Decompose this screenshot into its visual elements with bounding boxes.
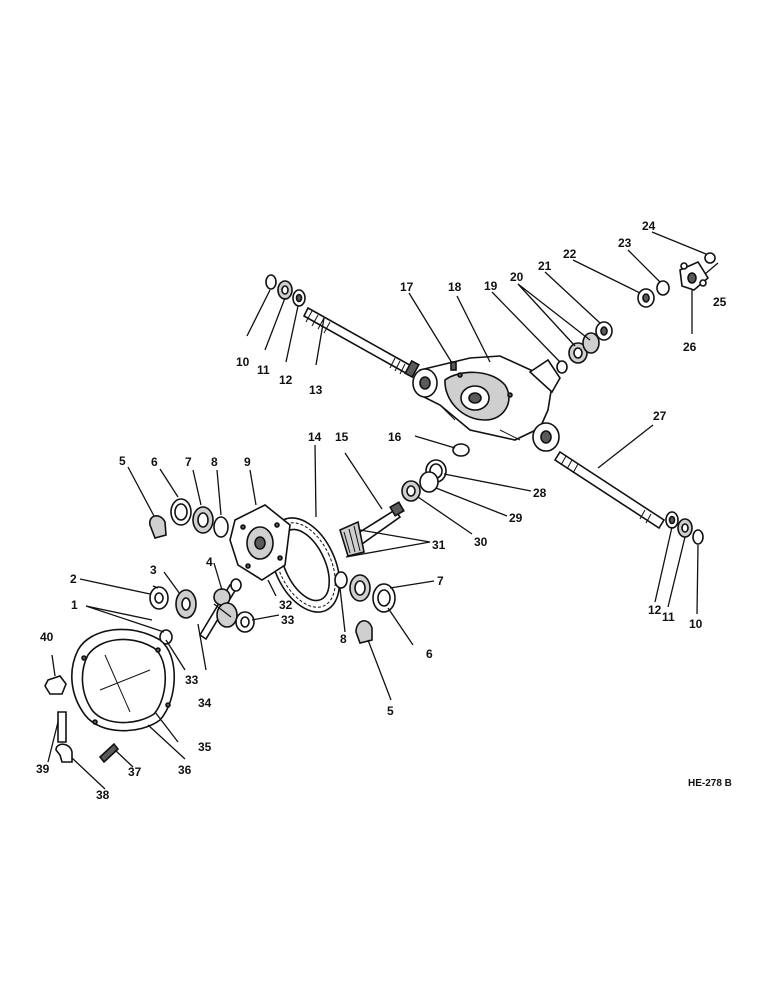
callout-5: 5 (119, 454, 126, 468)
callout-11-right: 11 (662, 610, 675, 624)
drive-pinion (339, 501, 405, 557)
plug-37 (98, 742, 120, 764)
callout-labels: 1 2 3 4 5 6 7 8 9 10 11 12 13 14 15 16 1… (36, 219, 732, 802)
nut-40 (44, 675, 67, 695)
callout-25: 25 (713, 295, 727, 309)
callout-15: 15 (335, 430, 349, 444)
callout-14: 14 (308, 430, 322, 444)
pipe-39 (57, 711, 67, 743)
cup-29 (419, 471, 439, 493)
side-gear-3 (175, 589, 197, 619)
yoke-26 (679, 260, 710, 291)
callout-2: 2 (70, 572, 77, 586)
callout-12: 12 (279, 373, 293, 387)
callout-26: 26 (683, 340, 697, 354)
callout-38: 38 (96, 788, 110, 802)
callout-21: 21 (538, 259, 552, 273)
differential-case (229, 504, 291, 581)
callout-13: 13 (309, 383, 323, 397)
bearing-cap-5-right (355, 620, 373, 644)
callout-12-right: 12 (648, 603, 662, 617)
right-axle-shaft (553, 450, 666, 530)
callout-22: 22 (563, 247, 577, 261)
callout-18: 18 (448, 280, 462, 294)
callout-28: 28 (533, 486, 547, 500)
washer-10-right (692, 529, 704, 545)
callout-3: 3 (150, 563, 157, 577)
callout-33-lower: 33 (185, 673, 199, 687)
callout-17: 17 (400, 280, 414, 294)
callout-34: 34 (198, 696, 212, 710)
shim-8-left (213, 516, 229, 538)
side-gear-lower (216, 602, 238, 628)
washer-19 (556, 360, 568, 374)
callout-31: 31 (432, 538, 446, 552)
callout-35: 35 (198, 740, 212, 754)
washer-23 (656, 280, 670, 296)
callout-27: 27 (653, 409, 667, 423)
callout-7: 7 (185, 455, 192, 469)
callout-40: 40 (40, 630, 54, 644)
callout-4: 4 (206, 555, 213, 569)
callout-9: 9 (244, 455, 251, 469)
axle-housing (412, 355, 561, 452)
callout-7-right: 7 (437, 574, 444, 588)
shim-8-right (334, 571, 348, 589)
drawing-reference: HE-278 B (688, 778, 732, 789)
callout-10-right: 10 (689, 617, 703, 631)
callout-37: 37 (128, 765, 142, 779)
callout-32: 32 (279, 598, 293, 612)
upper-axle-shaft (302, 306, 420, 379)
washer-10-upper (265, 274, 277, 290)
washer-33b (159, 629, 173, 645)
callout-33-upper: 33 (281, 613, 295, 627)
callout-24: 24 (642, 219, 656, 233)
callout-16: 16 (388, 430, 402, 444)
nut-24 (704, 252, 716, 264)
callout-30: 30 (474, 535, 488, 549)
callout-39: 39 (36, 762, 50, 776)
bearing-cap-5-left (149, 515, 167, 539)
washer-32 (230, 578, 242, 592)
parts-artwork (44, 252, 716, 764)
callout-6-right: 6 (426, 647, 433, 661)
callout-23: 23 (618, 236, 632, 250)
callout-5-right: 5 (387, 704, 394, 718)
callout-11: 11 (257, 363, 270, 377)
callout-36: 36 (178, 763, 192, 777)
shim-16 (452, 443, 470, 457)
callout-8: 8 (211, 455, 218, 469)
callout-10: 10 (236, 355, 250, 369)
callout-20: 20 (510, 270, 524, 284)
breather-17 (450, 361, 457, 371)
differential-cover (71, 628, 176, 732)
callout-19: 19 (484, 279, 498, 293)
callout-29: 29 (509, 511, 523, 525)
callout-8-right: 8 (340, 632, 347, 646)
leader-lines (47, 231, 719, 790)
callout-6: 6 (151, 455, 158, 469)
elbow-38 (55, 743, 73, 763)
callout-1: 1 (71, 598, 78, 612)
